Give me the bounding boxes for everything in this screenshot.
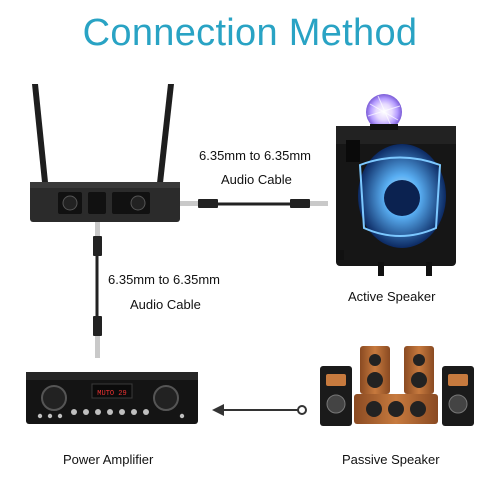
page-title: Connection Method [82,12,418,54]
passive-speaker-label: Passive Speaker [342,452,440,467]
amplifier-display-text: MUTO 29 [97,390,126,398]
power-amplifier-label: Power Amplifier [63,452,154,467]
active-speaker [336,94,456,276]
side-cable-spec: 6.35mm to 6.35mm [108,272,220,287]
top-cable-spec: 6.35mm to 6.35mm [199,148,311,163]
cable-to-amplifier [93,222,102,358]
cable-to-active-speaker [180,199,328,208]
side-cable-name: Audio Cable [130,297,201,312]
passive-speaker-set [320,346,474,426]
signal-arrow [212,404,307,416]
wireless-receiver [30,84,180,222]
active-speaker-label: Active Speaker [348,289,436,304]
power-amplifier: MUTO 29 [26,372,198,424]
top-cable-name: Audio Cable [221,172,292,187]
